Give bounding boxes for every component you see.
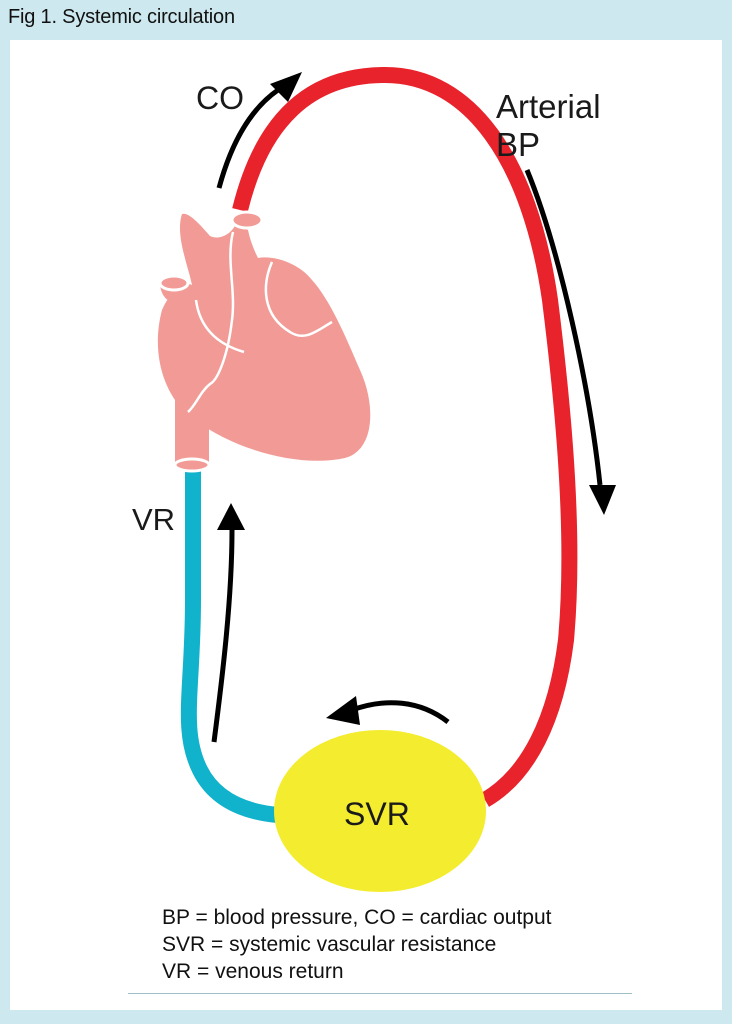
arterial-bp-arrow [524,169,616,515]
legend-item: VR = venous return [162,960,344,983]
legend-item: BP = blood pressure, CO = cardiac output [162,906,552,929]
co-arrow [216,72,302,189]
svr-flow-arrow [326,696,450,725]
legend: BP = blood pressure, CO = cardiac output… [162,904,552,985]
svr-ellipse [274,730,486,892]
arterial-vessel [232,66,578,807]
co-label: CO [196,80,244,116]
arterial-label-line2: BP [496,126,541,163]
arterial-bp-label: Arterial BP [496,88,601,164]
venous-vessel [180,462,279,823]
arterial-label-line1: Arterial [496,88,601,125]
heart-illustration [157,210,371,473]
vr-label: VR [132,502,176,537]
vr-arrow [211,503,245,743]
legend-item: SVR = systemic vascular resistance [162,933,497,956]
figure-title: Fig 1. Systemic circulation [8,6,235,28]
legend-divider [128,993,632,994]
svr-label: SVR [344,796,410,832]
